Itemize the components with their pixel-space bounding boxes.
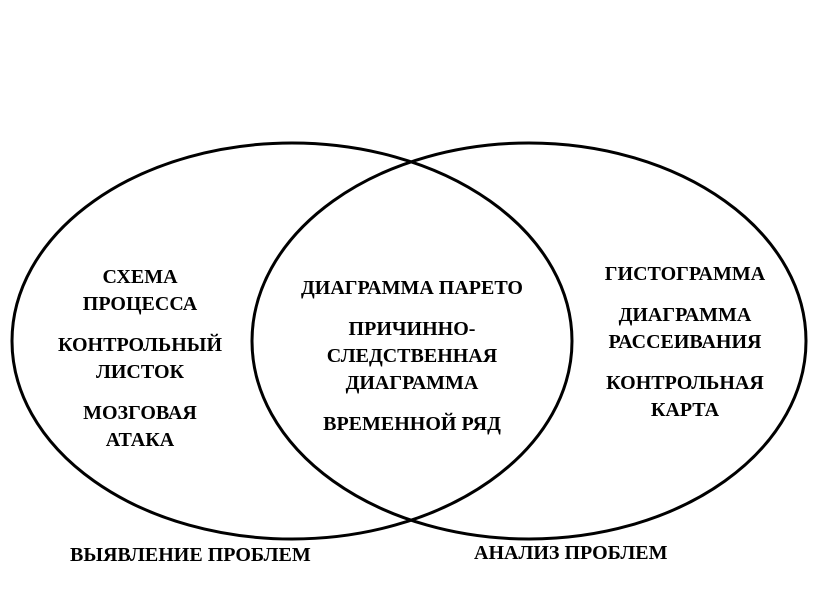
item-line: АТАКА: [105, 429, 175, 451]
item-line: КОНТРОЛЬНАЯ: [606, 372, 764, 394]
left-item-brainstorming: МОЗГОВАЯ АТАКА: [40, 400, 240, 454]
right-set-label: АНАЛИЗ ПРОБЛЕМ: [474, 542, 668, 564]
item-line: СЛЕДСТВЕННАЯ: [326, 345, 498, 367]
right-item-control-chart: КОНТРОЛЬНАЯ КАРТА: [580, 370, 790, 424]
right-set-items: ГИСТОГРАММА ДИАГРАММА РАССЕИВАНИЯ КОНТРО…: [580, 261, 790, 424]
intersection-items: ДИАГРАММА ПАРЕТО ПРИЧИННО- СЛЕДСТВЕННАЯ …: [272, 275, 552, 438]
item-line: МОЗГОВАЯ: [83, 402, 197, 424]
item-line: ПРОЦЕССА: [82, 293, 198, 315]
right-item-scatter-diagram: ДИАГРАММА РАССЕИВАНИЯ: [580, 302, 790, 356]
left-set-items: СХЕМА ПРОЦЕССА КОНТРОЛЬНЫЙ ЛИСТОК МОЗГОВ…: [40, 264, 240, 454]
item-line: КАРТА: [650, 399, 720, 421]
right-set-ellipse: [250, 141, 808, 541]
item-line: ПРИЧИННО-: [348, 318, 476, 340]
item-line: РАССЕИВАНИЯ: [608, 331, 762, 353]
item-line: ЛИСТОК: [95, 361, 185, 383]
intersection-item-time-series: ВРЕМЕННОЙ РЯД: [272, 411, 552, 438]
left-set-ellipse: [10, 141, 574, 541]
item-line: ДИАГРАММА: [345, 372, 479, 394]
item-line: КОНТРОЛЬНЫЙ: [58, 334, 222, 356]
item-line: ВРЕМЕННОЙ РЯД: [323, 413, 501, 435]
item-line: ДИАГРАММА ПАРЕТО: [301, 277, 523, 299]
right-item-histogram: ГИСТОГРАММА: [580, 261, 790, 288]
left-set-label: ВЫЯВЛЕНИЕ ПРОБЛЕМ: [70, 544, 311, 566]
left-item-process-chart: СХЕМА ПРОЦЕССА: [40, 264, 240, 318]
item-line: ГИСТОГРАММА: [604, 263, 766, 285]
item-line: СХЕМА: [102, 266, 178, 288]
left-item-check-sheet: КОНТРОЛЬНЫЙ ЛИСТОК: [40, 332, 240, 386]
intersection-item-pareto: ДИАГРАММА ПАРЕТО: [272, 275, 552, 302]
intersection-item-cause-effect: ПРИЧИННО- СЛЕДСТВЕННАЯ ДИАГРАММА: [272, 316, 552, 397]
item-line: ДИАГРАММА: [618, 304, 752, 326]
